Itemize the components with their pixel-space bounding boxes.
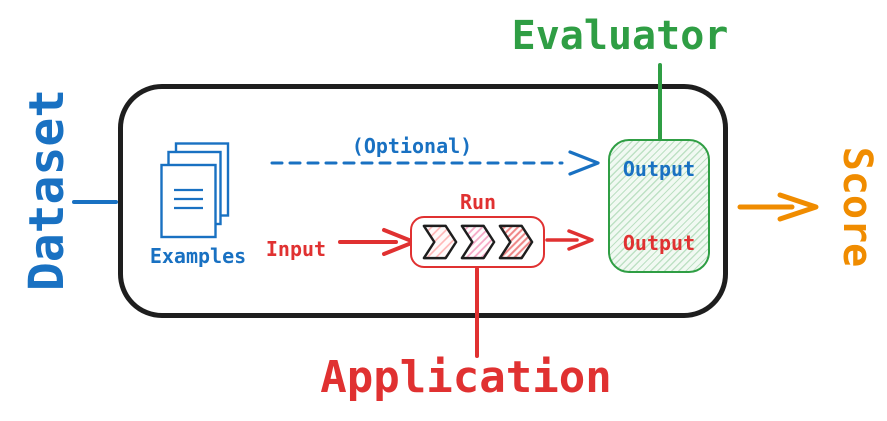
evaluator-label: Evaluator <box>511 13 729 59</box>
evaluator-connector-line <box>658 63 662 141</box>
run-label: Run <box>459 190 497 214</box>
score-arrow-right-icon <box>737 192 819 222</box>
evaluator-output-box: Output Output <box>608 139 710 273</box>
application-connector-line <box>475 267 479 358</box>
dashed-arrow-icon <box>270 150 600 176</box>
run-output-arrow-right-icon <box>545 229 594 251</box>
input-label: Input <box>265 237 327 261</box>
pipeline-chevron-icon <box>498 224 533 260</box>
application-label: Application <box>320 352 612 403</box>
evaluator-output-label: Output <box>622 157 696 181</box>
optional-label: (Optional) <box>351 134 473 158</box>
input-arrow-right-icon <box>338 228 416 256</box>
score-label: Score <box>834 146 880 268</box>
stacked-documents-icon <box>160 142 230 239</box>
experiment-box <box>118 84 728 318</box>
dataset-label: Dataset <box>19 88 76 292</box>
examples-label: Examples <box>149 244 247 268</box>
pipeline-chevron-icon <box>460 224 495 260</box>
application-output-label: Output <box>622 231 696 255</box>
dataset-connector-line <box>72 200 118 204</box>
run-pipeline-box <box>410 216 545 268</box>
pipeline-chevron-icon <box>422 224 457 260</box>
